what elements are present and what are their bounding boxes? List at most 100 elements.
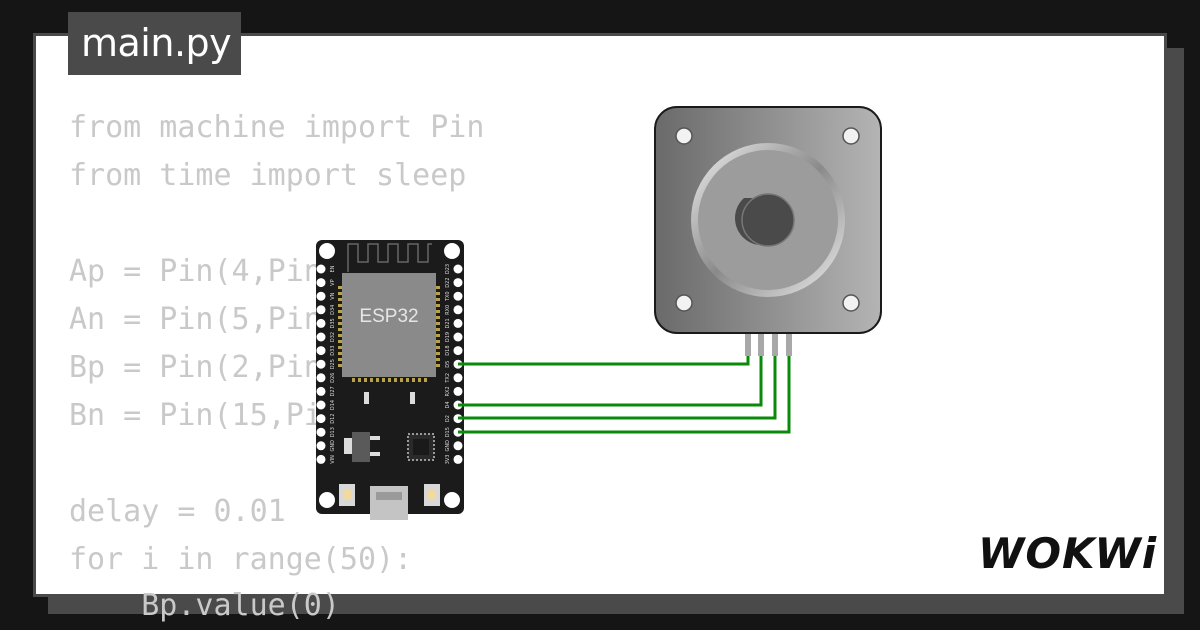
motor-pin	[758, 332, 764, 356]
usb-uart-chip-core	[413, 439, 429, 455]
mount-hole	[444, 492, 460, 508]
header-pin[interactable]	[316, 305, 326, 315]
header-pin[interactable]	[316, 373, 326, 383]
pin-label: RX2	[445, 386, 451, 396]
motor-screw	[675, 294, 693, 312]
reset-button[interactable]	[424, 484, 440, 506]
left-pin-header	[316, 264, 326, 464]
pin-label: D27	[330, 386, 336, 396]
pin-label: GND	[330, 440, 336, 452]
pin-label: D26	[330, 373, 336, 383]
pin-label: D35	[330, 318, 336, 328]
usb-port	[370, 486, 408, 520]
file-tab[interactable]: main.py	[68, 12, 241, 75]
regulator-tab	[344, 438, 352, 454]
motor-pin	[745, 332, 751, 356]
wire-d15[interactable]	[458, 352, 791, 434]
header-pin[interactable]	[453, 332, 463, 342]
header-pin[interactable]	[316, 264, 326, 274]
code-line: from machine import Pin	[69, 110, 485, 145]
smd-component	[364, 392, 369, 404]
stepper-motor[interactable]	[654, 106, 882, 356]
left-pin-labels: ENVPVND34D35D32D33D25D26D27D14D12D13GNDV…	[330, 265, 336, 463]
header-pin[interactable]	[453, 346, 463, 356]
header-pin[interactable]	[453, 291, 463, 301]
pin-label: D23	[445, 264, 451, 274]
pin-label: D2	[445, 415, 451, 422]
motor-screw	[842, 294, 860, 312]
header-pin[interactable]	[316, 359, 326, 369]
pin-label: D12	[330, 413, 336, 423]
header-pin[interactable]	[316, 291, 326, 301]
header-pin[interactable]	[316, 346, 326, 356]
code-line: from time import sleep	[69, 158, 467, 193]
pin-label: TX2	[445, 373, 451, 384]
chip-label: ESP32	[359, 306, 418, 327]
boot-button[interactable]	[339, 484, 355, 506]
pin-label: RX0	[445, 305, 451, 315]
header-pin[interactable]	[316, 318, 326, 328]
header-pin[interactable]	[453, 264, 463, 274]
pin-label: D22	[445, 277, 451, 287]
voltage-regulator	[352, 432, 370, 462]
motor-pin	[786, 332, 792, 356]
mount-hole	[319, 492, 335, 508]
pin-label: D25	[330, 359, 336, 369]
motor-shaft-hub	[741, 193, 795, 247]
header-pin[interactable]	[316, 278, 326, 288]
header-pin[interactable]	[453, 305, 463, 315]
code-line: Bp.value(0)	[69, 588, 340, 623]
header-pin[interactable]	[453, 441, 463, 451]
logo-text: WOKWi	[978, 529, 1157, 578]
motor-screw	[842, 127, 860, 145]
pin-label: D33	[330, 345, 336, 355]
pin-label: GND	[445, 440, 451, 452]
header-pin[interactable]	[316, 400, 326, 410]
wokwi-logo[interactable]: WOKWi	[976, 528, 1156, 578]
header-pin[interactable]	[316, 441, 326, 451]
antenna-trace	[347, 243, 432, 272]
pin-label: 3V3	[445, 455, 451, 465]
wire-d5[interactable]	[458, 352, 750, 366]
pin-label: D5	[445, 361, 451, 368]
pin-label: D13	[330, 427, 336, 437]
header-pin[interactable]	[453, 373, 463, 383]
pin-label: VN	[330, 292, 336, 299]
header-pin[interactable]	[453, 386, 463, 396]
pin-label: VIN	[330, 455, 336, 464]
code-line: for i in range(50):	[69, 542, 413, 577]
right-pin-header	[453, 264, 463, 464]
regulator-pin	[370, 436, 380, 440]
pin-label: D32	[330, 332, 336, 342]
esp32-module	[342, 273, 436, 377]
pin-label: D19	[445, 332, 451, 342]
wire-d4[interactable]	[458, 352, 763, 407]
motor-pin	[772, 332, 778, 356]
pin-label: D15	[445, 427, 451, 437]
pin-label: D34	[330, 305, 336, 315]
module-pads	[338, 286, 440, 382]
header-pin[interactable]	[316, 427, 326, 437]
mount-hole	[444, 243, 460, 259]
code-line: delay = 0.01	[69, 494, 286, 529]
mount-hole	[319, 243, 335, 259]
pin-label: EN	[330, 265, 336, 272]
usb-port-inner	[376, 492, 402, 500]
header-pin[interactable]	[316, 386, 326, 396]
motor-screw	[675, 127, 693, 145]
pin-label: D21	[445, 318, 451, 328]
header-pin[interactable]	[316, 454, 326, 464]
wire-d2[interactable]	[458, 352, 777, 420]
smd-component	[410, 392, 415, 404]
header-pin[interactable]	[453, 454, 463, 464]
wires	[458, 352, 791, 434]
pin-label: TX0	[445, 291, 451, 302]
header-pin[interactable]	[316, 332, 326, 342]
header-pin[interactable]	[316, 414, 326, 424]
regulator-pin	[370, 452, 380, 456]
header-pin[interactable]	[453, 318, 463, 328]
header-pin[interactable]	[453, 278, 463, 288]
